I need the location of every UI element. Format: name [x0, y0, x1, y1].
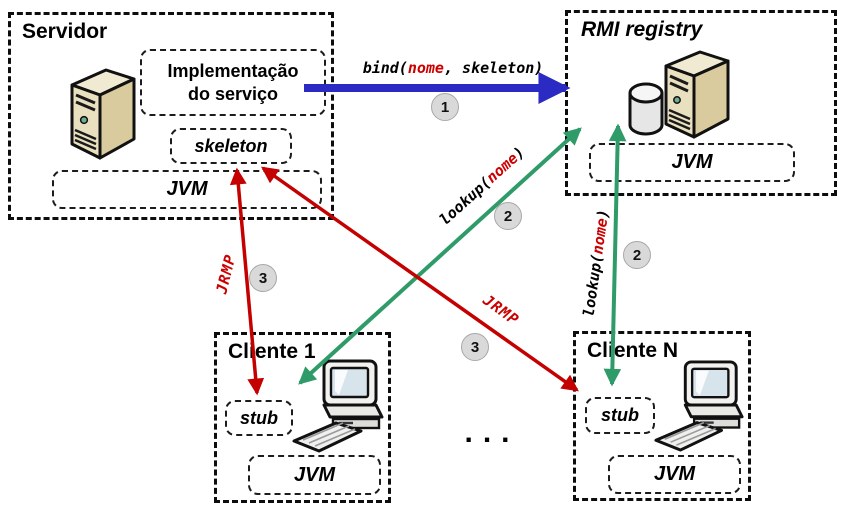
- servidor-jvm-label: JVM: [166, 178, 208, 200]
- bind-label: bind(nome, skeleton): [362, 59, 544, 77]
- clienteN-jvm-label: JVM: [653, 463, 696, 485]
- cliente1-stub-box: stub: [225, 400, 293, 436]
- server-tower-icon: [70, 68, 136, 160]
- servidor-jvm-box: JVM: [52, 170, 322, 209]
- client1-computer-icon: [292, 359, 384, 453]
- step-badge-1: 1: [431, 93, 459, 121]
- clients-ellipsis: ...: [464, 416, 520, 449]
- registry-jvm-box: JVM: [589, 143, 795, 182]
- step-badge-3-clienteN: 3: [461, 333, 489, 361]
- step-badge-2-cliente1: 2: [494, 202, 522, 230]
- impl-line1: Implementação: [167, 61, 299, 81]
- lookup-label-clienteN: lookup(nome): [579, 208, 613, 318]
- jrmp-label-cliente1: JRMP: [212, 252, 240, 296]
- cliente1-stub-label: stub: [240, 407, 278, 428]
- skeleton-box: skeleton: [170, 128, 292, 164]
- step-badge-3-cliente1: 3: [249, 264, 277, 292]
- registry-jvm-label: JVM: [671, 151, 713, 173]
- cliente1-jvm-label: JVM: [293, 463, 336, 486]
- clienteN-stub-label: stub: [601, 405, 639, 425]
- servidor-title: Servidor: [22, 20, 108, 43]
- clienteN-jvm-box: JVM: [608, 455, 741, 494]
- impl-servico-box: Implementação do serviço: [140, 49, 326, 116]
- servidor-box: Servidor: [8, 12, 334, 220]
- clienteN-stub-box: stub: [585, 397, 655, 434]
- step-badge-2-clienteN: 2: [623, 241, 651, 269]
- skeleton-label: skeleton: [194, 135, 268, 156]
- impl-line2: do serviço: [187, 83, 279, 104]
- jrmp-label-clienteN: JRMP: [479, 290, 523, 330]
- cliente1-jvm-box: JVM: [248, 455, 381, 495]
- rmi-registry-title: RMI registry: [581, 18, 703, 41]
- clientN-computer-icon: [654, 360, 744, 452]
- registry-server-icon: [628, 50, 730, 139]
